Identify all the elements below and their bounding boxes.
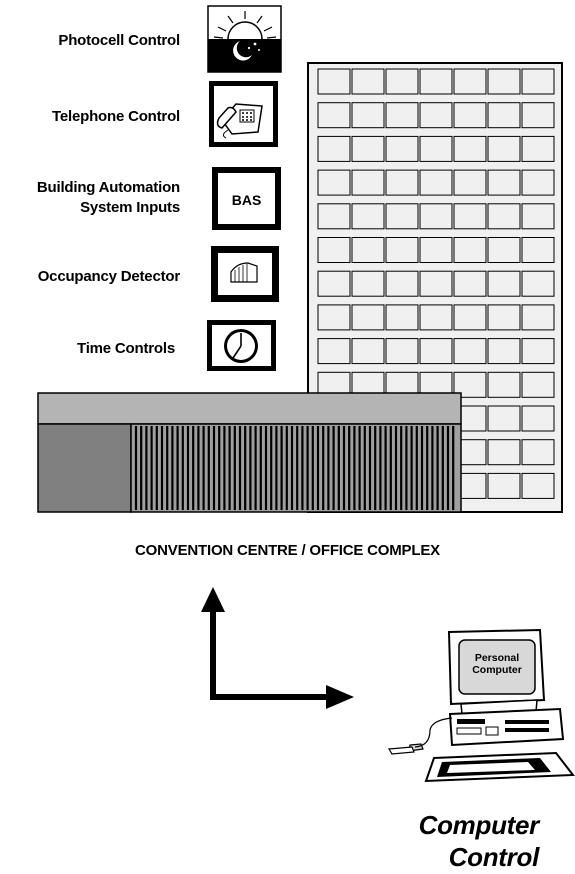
- tower-window: [385, 338, 419, 365]
- occupancy-sensor-icon: [211, 246, 279, 302]
- tower-window: [487, 237, 521, 263]
- tower-window: [317, 237, 351, 263]
- tower-window: [419, 102, 453, 129]
- bas-icon: BAS: [212, 167, 281, 230]
- pc-screen-text-2: Computer: [472, 664, 522, 676]
- tower-window: [385, 68, 419, 95]
- tower-window: [453, 237, 487, 263]
- tower-window: [521, 472, 555, 499]
- personal-computer: [387, 628, 575, 783]
- tower-windows: [317, 68, 555, 499]
- sun-moon-icon: [207, 5, 282, 73]
- tower-window: [453, 169, 487, 196]
- tower-window: [351, 270, 385, 297]
- tower-window: [487, 203, 521, 230]
- tower-window: [351, 237, 385, 263]
- tower-window: [317, 102, 351, 129]
- computer-control-label-1: Computer: [418, 810, 540, 840]
- tower-window: [453, 102, 487, 129]
- tower-window: [351, 102, 385, 129]
- tower-window: [317, 68, 351, 95]
- tower-window: [351, 135, 385, 162]
- tower-window: [419, 270, 453, 297]
- tower-window: [487, 439, 521, 466]
- tower-window: [521, 102, 555, 129]
- tower-window: [317, 338, 351, 365]
- tower-window: [487, 371, 521, 398]
- double-arrow: [201, 587, 354, 709]
- tower-window: [487, 304, 521, 331]
- time-controls-label: Time Controls: [77, 340, 175, 357]
- tower-window: [385, 169, 419, 196]
- tower-window: [351, 304, 385, 331]
- tower-window: [521, 237, 555, 263]
- tower-window: [521, 439, 555, 466]
- tower-window: [317, 270, 351, 297]
- pc-screen-text-1: Personal: [474, 652, 520, 664]
- tower-window: [385, 270, 419, 297]
- tower-window: [487, 169, 521, 196]
- tower-window: [419, 169, 453, 196]
- tower-window: [385, 304, 419, 331]
- building-caption: CONVENTION CENTRE / OFFICE COMPLEX: [135, 542, 440, 559]
- tower-window: [453, 68, 487, 95]
- telephone-icon: [209, 81, 278, 147]
- clock-icon: [207, 320, 276, 371]
- tower-window: [487, 270, 521, 297]
- tower-window: [351, 203, 385, 230]
- tower-window: [385, 135, 419, 162]
- bas-label-line2: System Inputs: [80, 199, 180, 216]
- facade-stripes: [134, 426, 455, 510]
- tower-window: [385, 237, 419, 263]
- tower-window: [521, 203, 555, 230]
- tower-window: [521, 371, 555, 398]
- tower-window: [351, 338, 385, 365]
- tower-window: [453, 203, 487, 230]
- convention-centre: [37, 392, 462, 513]
- tower-window: [521, 304, 555, 331]
- tower-window: [453, 338, 487, 365]
- tower-window: [487, 68, 521, 95]
- tower-window: [419, 237, 453, 263]
- tower-window: [521, 338, 555, 365]
- tower-window: [419, 338, 453, 365]
- telephone-control-label: Telephone Control: [52, 108, 180, 125]
- tower-window: [521, 68, 555, 95]
- tower-window: [351, 68, 385, 95]
- tower-window: [419, 203, 453, 230]
- bas-label-line1: Building Automation: [36, 179, 180, 196]
- tower-window: [385, 102, 419, 129]
- tower-window: [351, 169, 385, 196]
- tower-window: [453, 135, 487, 162]
- tower-window: [487, 472, 521, 499]
- tower-window: [521, 135, 555, 162]
- tower-window: [521, 405, 555, 432]
- computer-control-label-2: Control: [448, 842, 540, 872]
- tower-window: [487, 338, 521, 365]
- tower-window: [487, 135, 521, 162]
- occupancy-detector-label: Occupancy Detector: [37, 268, 180, 285]
- tower-window: [453, 304, 487, 331]
- tower-window: [419, 68, 453, 95]
- office-tower: [307, 62, 563, 513]
- bas-icon-text: BAS: [232, 192, 262, 208]
- tower-window: [385, 203, 419, 230]
- tower-window: [317, 169, 351, 196]
- tower-window: [453, 270, 487, 297]
- tower-window: [521, 169, 555, 196]
- tower-window: [419, 304, 453, 331]
- tower-window: [487, 405, 521, 432]
- tower-window: [487, 102, 521, 129]
- tower-window: [419, 135, 453, 162]
- tower-window: [317, 203, 351, 230]
- tower-window: [521, 270, 555, 297]
- tower-window: [317, 135, 351, 162]
- tower-window: [317, 304, 351, 331]
- photocell-control-label: Photocell Control: [58, 32, 180, 49]
